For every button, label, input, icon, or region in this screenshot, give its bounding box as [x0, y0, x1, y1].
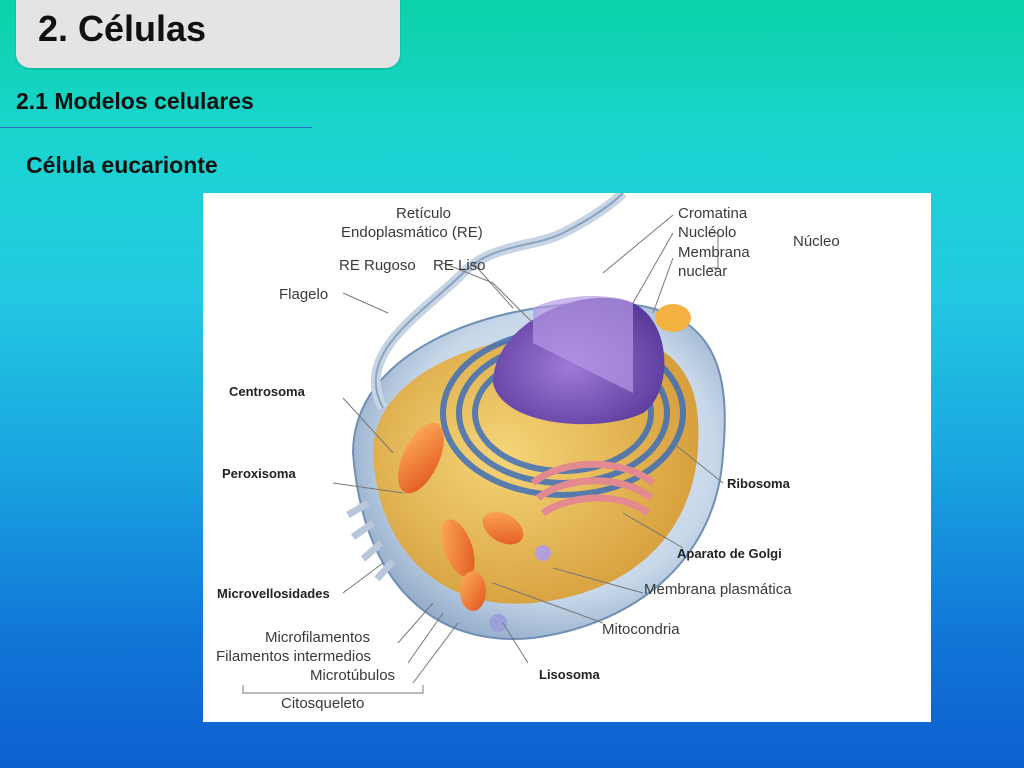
microvilli [346, 499, 396, 582]
title-box: 2. Células [16, 0, 400, 68]
subtitle-underline [0, 127, 312, 128]
cell-diagram: Retículo Endoplasmático (RE) RE Rugoso R… [203, 193, 931, 722]
leader-lines [242, 214, 724, 694]
vacuole [655, 304, 691, 332]
label-flagelo: Flagelo [279, 286, 329, 303]
label-cromatina: Cromatina [678, 205, 748, 222]
label-nuclear: nuclear [678, 263, 728, 280]
flagellum [370, 193, 627, 411]
slide-title: 2. Células [38, 8, 207, 49]
label-microvellosidades: Microvellosidades [217, 586, 330, 601]
label-ribosoma: Ribosoma [727, 476, 790, 491]
mitochondria [398, 422, 524, 611]
label-membrana-plasmatica: Membrana plasmática [644, 581, 792, 598]
nucleus [493, 296, 665, 425]
golgi-apparatus [530, 460, 656, 516]
label-microtubulos: Microtúbulos [310, 667, 396, 684]
label-lisosoma: Lisosoma [539, 667, 600, 682]
label-endoplasmatico: Endoplasmático (RE) [341, 224, 483, 241]
label-reticulo: Retículo [396, 205, 452, 222]
label-microfilamentos: Microfilamentos [265, 629, 371, 646]
label-centrosoma: Centrosoma [229, 384, 305, 399]
label-filamentos-intermedios: Filamentos intermedios [216, 648, 372, 665]
label-mitocondria: Mitocondria [602, 621, 680, 638]
cell-illustration [242, 193, 726, 694]
label-nucleolo: Nucléolo [678, 224, 737, 241]
label-re-rugoso: RE Rugoso [339, 257, 416, 274]
lysosome [489, 545, 551, 632]
label-nucleo: Núcleo [793, 233, 840, 250]
section-heading: Célula eucarionte [26, 152, 218, 178]
slide-subtitle: 2.1 Modelos celulares [16, 88, 254, 114]
label-membrana: Membrana [678, 244, 750, 261]
label-re-liso: RE Liso [433, 257, 486, 274]
label-peroxisoma: Peroxisoma [222, 466, 296, 481]
label-citosqueleto: Citosqueleto [281, 695, 365, 712]
label-aparato-golgi: Aparato de Golgi [677, 546, 782, 561]
